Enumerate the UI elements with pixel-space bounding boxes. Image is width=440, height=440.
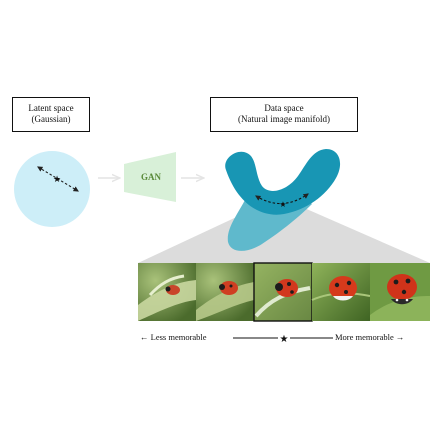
ladybug-image-2 [196,263,254,321]
manifold-star-icon: ★ [279,200,286,209]
latent-space-subtitle: (Gaussian) [31,114,71,124]
latent-space-box: Latent space (Gaussian) [12,97,90,132]
latent-space-title: Latent space [28,103,74,113]
less-memorable-label: ← Less memorable [140,332,207,342]
data-space-subtitle: (Natural image manifold) [238,114,330,124]
ladybug-image-1 [138,263,196,321]
projection-shape [138,207,430,263]
data-space-box: Data space (Natural image manifold) [210,97,358,132]
ladybug-image-4 [311,263,371,321]
gan-label: GAN [141,172,161,182]
latent-star-icon: ★ [53,174,61,184]
gan-trapezoid [124,152,176,202]
manifold-upper [225,149,341,215]
scale-star-icon: ★ [280,334,289,345]
latent-circle [14,151,90,227]
data-space-title: Data space [264,103,304,113]
image-strip [138,262,430,322]
ladybug-image-3 [253,262,313,322]
manifold-direction-arrow [255,193,309,205]
latent-direction-arrow [37,166,79,192]
ladybug-image-5 [370,263,430,321]
more-memorable-label: More memorable → [335,332,405,342]
